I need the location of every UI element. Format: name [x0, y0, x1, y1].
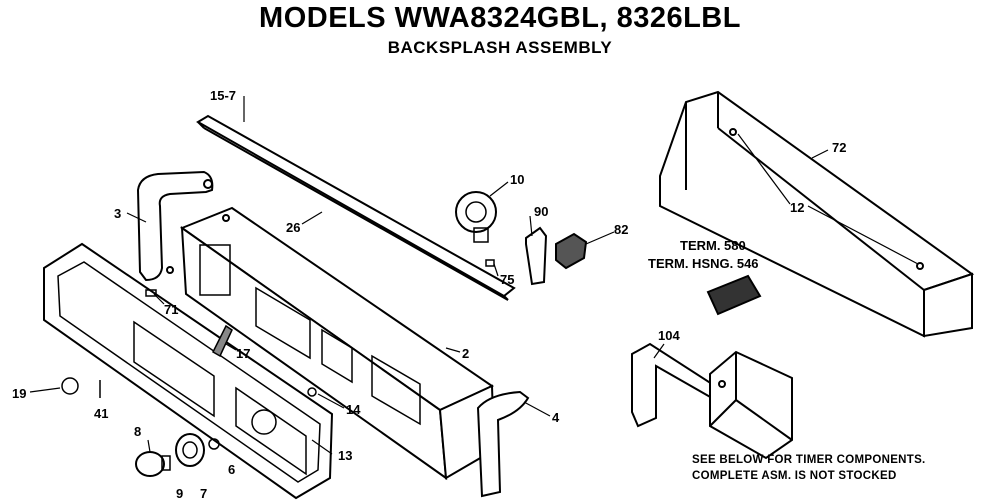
diagram-title: MODELS WWA8324GBL, 8326LBL: [259, 2, 741, 34]
callout-75: 75: [500, 272, 514, 287]
callout-9: 9: [176, 486, 183, 501]
callout-26: 26: [286, 220, 300, 235]
callout-12: 12: [790, 200, 804, 215]
callout-2: 2: [462, 346, 469, 361]
callout-6: 6: [228, 462, 235, 477]
callout-8: 8: [134, 424, 141, 439]
top-trim-strip: [196, 114, 516, 301]
callout-72: 72: [832, 140, 846, 155]
stock-note: COMPLETE ASM. IS NOT STOCKED: [692, 470, 897, 482]
diagram-subtitle: BACKSPLASH ASSEMBLY: [387, 38, 613, 57]
callout-82: 82: [614, 222, 628, 237]
control-knobs: [135, 433, 220, 477]
terminal-housing-label: TERM. HSNG. 546: [648, 256, 759, 271]
rear-backsplash-panel: [659, 90, 975, 338]
timer-bracket: [631, 342, 713, 428]
right-end-cap: [476, 390, 530, 498]
callout-17: 17: [236, 346, 250, 361]
callout-4: 4: [552, 410, 560, 425]
selector-switch: [455, 191, 497, 243]
left-end-cap: [136, 170, 214, 282]
callout-7: 7: [200, 486, 207, 501]
timer: [709, 350, 793, 460]
console-housing: [179, 206, 496, 481]
callout-104: 104: [658, 328, 680, 343]
callout-19: 19: [12, 386, 26, 401]
callout-13: 13: [338, 448, 352, 463]
callout-14: 14: [346, 402, 361, 417]
switch-bracket: [525, 226, 548, 286]
small-hardware: [61, 259, 495, 398]
callout-labels: 15-7 3 26 10 90 82 75 71 17 2 19 41 14 4…: [12, 88, 846, 501]
terminal-label: TERM. 580: [680, 238, 746, 253]
terminal-block: [706, 274, 762, 316]
callout-10: 10: [510, 172, 524, 187]
leader-lines: [29, 96, 919, 455]
callout-15-7: 15-7: [210, 88, 236, 103]
timer-note: SEE BELOW FOR TIMER COMPONENTS.: [692, 454, 926, 466]
callout-3: 3: [114, 206, 121, 221]
callout-41: 41: [94, 406, 108, 421]
front-control-panel: [43, 242, 334, 500]
callout-71: 71: [164, 302, 178, 317]
callout-90: 90: [534, 204, 548, 219]
push-switch: [555, 232, 588, 270]
